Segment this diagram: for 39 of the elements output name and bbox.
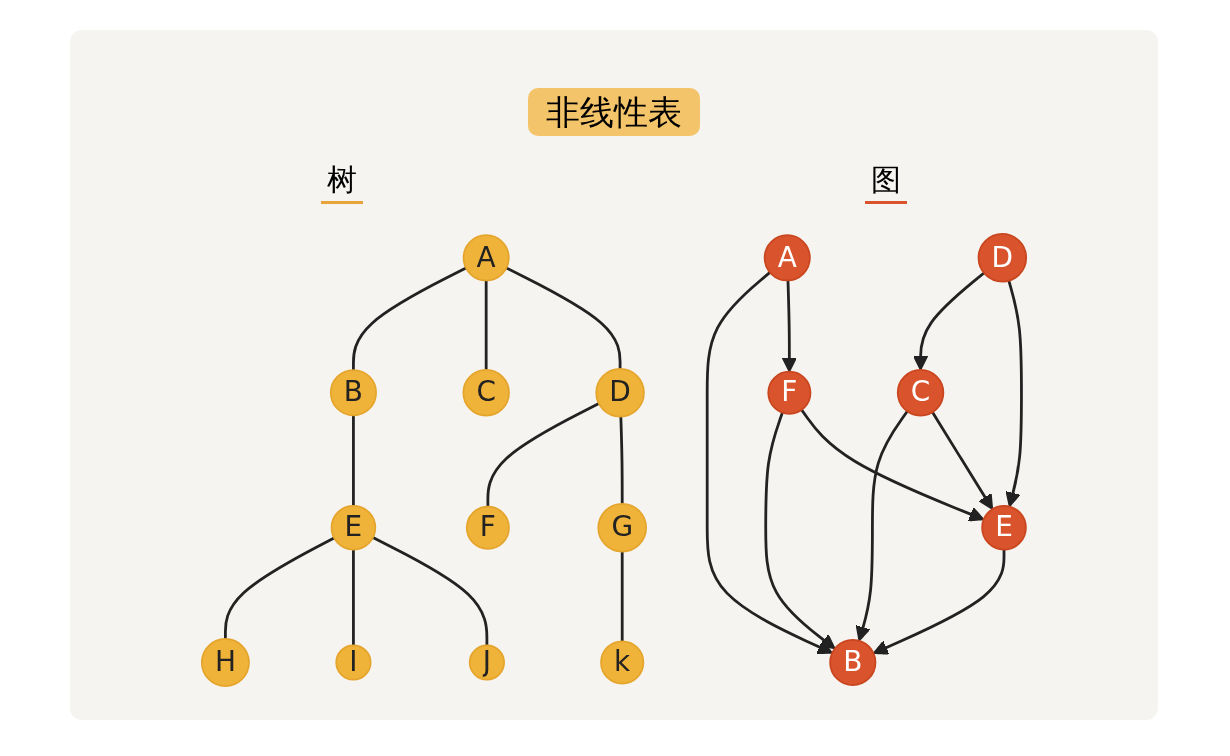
arrow (764, 412, 836, 650)
connector (505, 266, 622, 369)
node-circle: E (330, 504, 377, 551)
arrow (855, 410, 909, 642)
section-heading: 图 (865, 160, 907, 204)
node-circle: A (462, 234, 510, 282)
connector (486, 402, 600, 507)
connector (620, 551, 624, 642)
node-circle: C (462, 369, 510, 417)
node-circle: E (981, 504, 1027, 551)
connector (352, 266, 467, 371)
node-circle: F (767, 370, 812, 415)
node-circle: A (763, 234, 811, 282)
title: 非线性表 (528, 88, 700, 136)
arrow (1005, 280, 1023, 508)
node-circle: D (595, 368, 645, 418)
connector (484, 280, 488, 370)
arrow (931, 411, 994, 510)
node-circle: G (597, 502, 647, 553)
node-circle: D (977, 233, 1028, 283)
node-circle: k (600, 640, 645, 685)
arrow (912, 271, 985, 371)
arrow (872, 549, 1006, 655)
arrow (781, 280, 798, 373)
arrow (705, 271, 833, 655)
connector (352, 415, 355, 506)
arrow (800, 409, 985, 522)
node-circle: J (468, 644, 505, 681)
connector (619, 416, 624, 504)
node-circle: I (335, 644, 372, 681)
connector (372, 536, 489, 646)
node-circle: B (329, 369, 377, 417)
node-circle: B (829, 638, 877, 686)
connector (352, 549, 355, 646)
node-circle: H (200, 638, 250, 687)
node-circle: F (465, 505, 510, 550)
section-heading: 树 (321, 160, 363, 204)
node-circle: C (896, 369, 945, 417)
connector (224, 536, 335, 639)
